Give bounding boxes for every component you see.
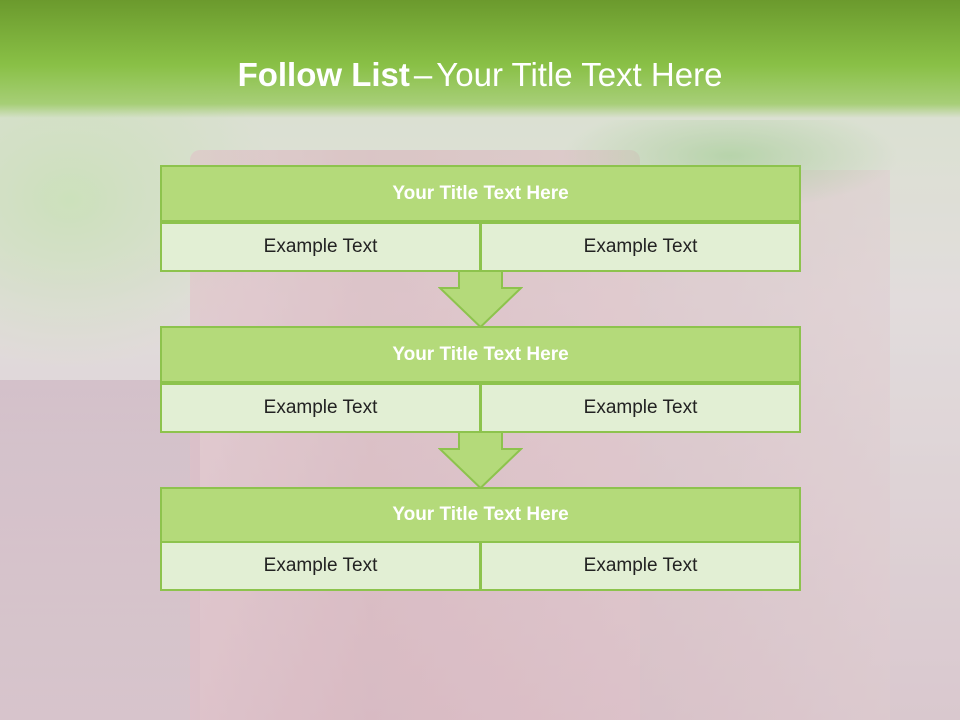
title-bar xyxy=(0,0,960,118)
step-title: Your Title Text Here xyxy=(160,165,801,222)
step-left-text: Example Text xyxy=(160,541,481,591)
step-right-text: Example Text xyxy=(480,383,801,433)
slide-title-rest: Your Title Text Here xyxy=(436,56,723,93)
down-arrow-icon xyxy=(438,270,523,328)
step-left-text: Example Text xyxy=(160,383,481,433)
down-arrow-icon xyxy=(438,431,523,489)
step-right-text: Example Text xyxy=(480,541,801,591)
step-title: Your Title Text Here xyxy=(160,326,801,383)
slide-title-bold: Follow List xyxy=(237,56,410,93)
step-title: Your Title Text Here xyxy=(160,487,801,543)
step-right-text: Example Text xyxy=(480,222,801,272)
slide-title: Follow List–Your Title Text Here xyxy=(0,52,960,98)
step-left-text: Example Text xyxy=(160,222,481,272)
title-separator: – xyxy=(413,56,433,93)
